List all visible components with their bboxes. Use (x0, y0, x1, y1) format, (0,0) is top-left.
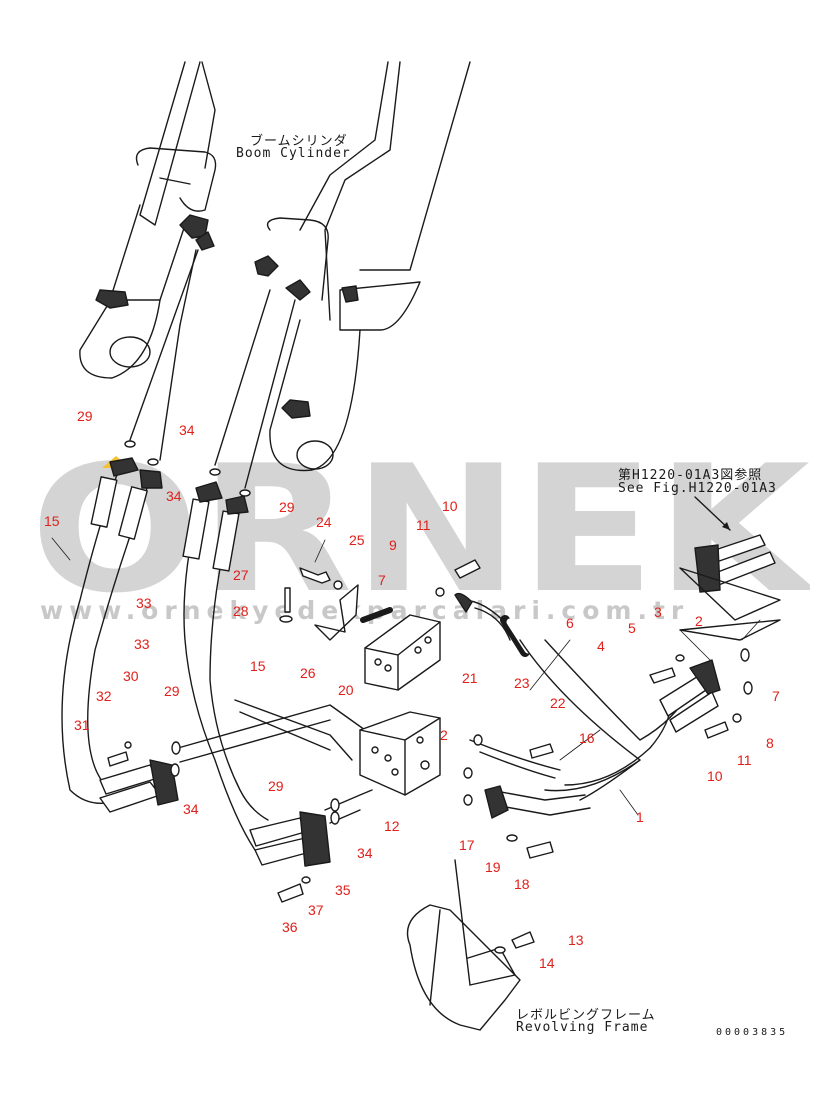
part-callout[interactable]: 31 (74, 717, 90, 733)
part-callout[interactable]: 27 (233, 567, 249, 583)
reference-label-en: See Fig.H1220-01A3 (618, 481, 777, 496)
valve-block-20 (360, 607, 441, 691)
part-callout[interactable]: 30 (123, 668, 139, 684)
part-callout[interactable]: 33 (136, 595, 152, 611)
part-callout[interactable]: 37 (308, 902, 324, 918)
part-callout[interactable]: 15 (44, 513, 60, 529)
part-callout[interactable]: 32 (96, 688, 112, 704)
part-callout[interactable]: 18 (514, 876, 530, 892)
part-callout[interactable]: 16 (579, 730, 595, 746)
bolts (107, 559, 729, 949)
left-boom-cylinder (79, 61, 217, 379)
part-callout[interactable]: 20 (338, 682, 354, 698)
ref-arrow (694, 496, 731, 531)
part-callout[interactable]: 34 (179, 422, 195, 438)
part-callout[interactable]: 25 (349, 532, 365, 548)
part-callout[interactable]: 17 (459, 837, 475, 853)
part-callout[interactable]: 7 (772, 688, 780, 704)
part-callout[interactable]: 19 (485, 859, 501, 875)
boom-cylinder-label-jp: ブームシリンダ (250, 134, 348, 149)
part-callout[interactable]: 22 (550, 695, 566, 711)
revolving-frame (406, 859, 521, 1031)
right-hoses (454, 534, 781, 819)
part-callout[interactable]: 7 (378, 572, 386, 588)
document-number: 00003835 (716, 1027, 789, 1038)
part-callout[interactable]: 2 (695, 613, 703, 629)
part-callout[interactable]: 29 (77, 408, 93, 424)
part-callout[interactable]: 11 (737, 752, 752, 768)
revolving-frame-label-jp: レボルビングフレーム (516, 1008, 656, 1023)
part-callout[interactable]: 6 (566, 615, 574, 631)
part-callout[interactable]: 28 (233, 603, 249, 619)
part-callout[interactable]: 23 (514, 675, 530, 691)
part-callout[interactable]: 14 (539, 955, 555, 971)
part-callout[interactable]: 8 (766, 735, 774, 751)
part-callout[interactable]: 5 (628, 620, 636, 636)
part-callout[interactable]: 21 (462, 670, 478, 686)
reference-label-jp: 第H1220-01A3図参照 (618, 468, 763, 483)
part-callout[interactable]: 2 (440, 727, 448, 743)
boom-cylinder-label-en: Boom Cylinder (236, 146, 351, 161)
part-callout[interactable]: 1 (636, 809, 644, 825)
revolving-frame-label-en: Revolving Frame (516, 1020, 649, 1035)
part-callout[interactable]: 12 (384, 818, 400, 834)
part-callout[interactable]: 11 (416, 517, 431, 533)
part-callout[interactable]: 26 (300, 665, 316, 681)
bracket-26 (314, 584, 359, 641)
part-callout[interactable]: 3 (654, 604, 662, 620)
part-callout[interactable]: 34 (166, 488, 182, 504)
part-callout[interactable]: 29 (279, 499, 295, 515)
center-tubes (177, 699, 373, 824)
fittings (124, 440, 753, 954)
left-hoses (61, 457, 331, 867)
part-callout[interactable]: 36 (282, 919, 298, 935)
right-boom-cylinder (254, 61, 471, 472)
part-callout[interactable]: 33 (134, 636, 150, 652)
part-callout[interactable]: 9 (389, 537, 397, 553)
manifold-block-12 (359, 711, 441, 796)
part-callout[interactable]: 10 (442, 498, 458, 514)
part-callout[interactable]: 29 (268, 778, 284, 794)
part-callout[interactable]: 24 (316, 514, 332, 530)
part-callout[interactable]: 4 (597, 638, 605, 654)
part-callout[interactable]: 35 (335, 882, 351, 898)
part-callout[interactable]: 34 (357, 845, 373, 861)
part-callout[interactable]: 29 (164, 683, 180, 699)
part-callout[interactable]: 13 (568, 932, 584, 948)
part-callout[interactable]: 15 (250, 658, 266, 674)
part-callout[interactable]: 10 (707, 768, 723, 784)
part-callout[interactable]: 34 (183, 801, 199, 817)
